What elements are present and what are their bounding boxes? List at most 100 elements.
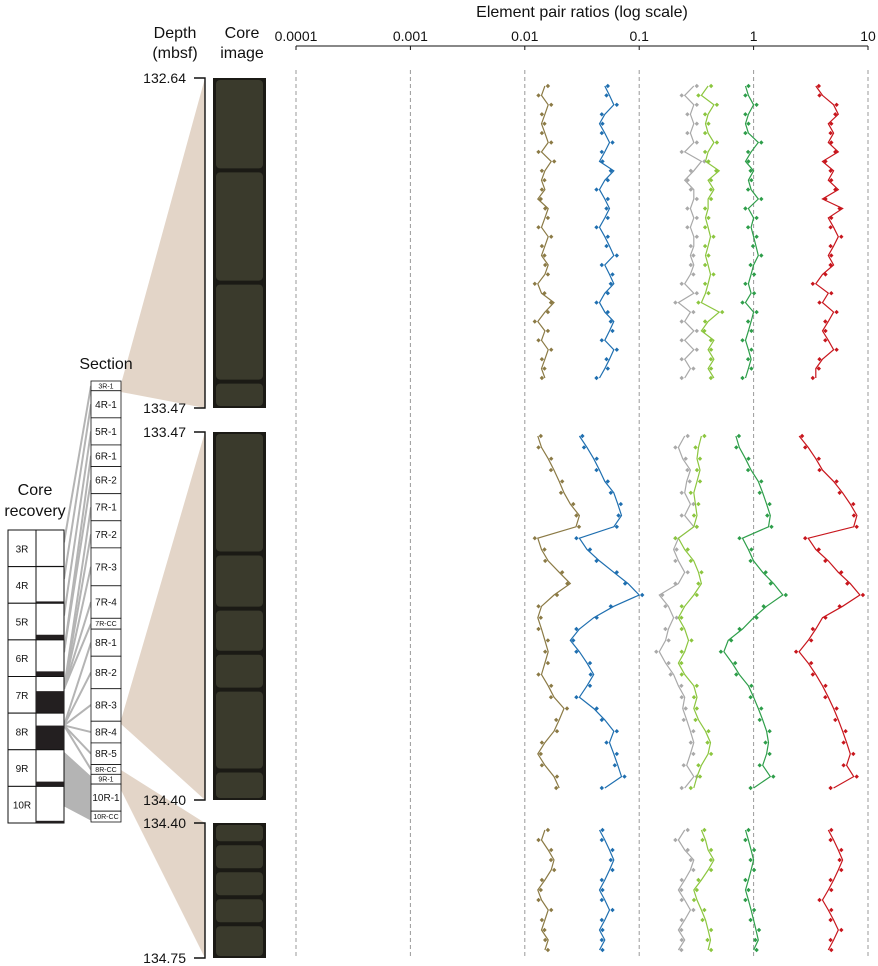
core-piece bbox=[216, 383, 263, 406]
data-point bbox=[608, 857, 613, 863]
data-point bbox=[618, 501, 623, 507]
data-point bbox=[599, 717, 604, 723]
data-point bbox=[767, 501, 772, 507]
data-point bbox=[679, 672, 684, 677]
data-point bbox=[706, 159, 711, 164]
core-missing-interval bbox=[36, 671, 64, 677]
section-header: Section bbox=[79, 356, 132, 373]
depth-top-label: 133.47 bbox=[143, 424, 186, 440]
data-point bbox=[554, 785, 559, 791]
data-point bbox=[587, 683, 593, 688]
data-point bbox=[679, 357, 684, 362]
core-label: 6R bbox=[16, 654, 29, 665]
data-point bbox=[608, 604, 613, 609]
section-label: 8R-2 bbox=[95, 668, 117, 679]
data-point bbox=[539, 243, 545, 249]
connector-wedges bbox=[121, 78, 205, 958]
data-point bbox=[823, 328, 828, 334]
data-point bbox=[816, 547, 821, 552]
section-link-line bbox=[63, 642, 92, 726]
series-line bbox=[744, 85, 760, 379]
data-point bbox=[694, 83, 699, 89]
data-point bbox=[616, 513, 621, 518]
data-point bbox=[749, 366, 754, 371]
data-point bbox=[833, 717, 838, 723]
data-point bbox=[610, 867, 615, 873]
data-point bbox=[545, 947, 551, 953]
data-point bbox=[839, 570, 844, 575]
data-point bbox=[687, 479, 692, 484]
data-point bbox=[679, 917, 684, 923]
section-link-line bbox=[63, 704, 92, 727]
data-point bbox=[743, 206, 748, 211]
x-tick-label: 0.001 bbox=[393, 28, 428, 44]
depth-top-label: 132.64 bbox=[143, 70, 186, 86]
data-point bbox=[614, 751, 619, 757]
section-label: 6R-1 bbox=[95, 451, 117, 462]
data-point bbox=[594, 467, 599, 473]
data-point bbox=[604, 243, 609, 249]
data-point bbox=[679, 604, 684, 609]
data-point bbox=[839, 234, 844, 239]
data-point bbox=[702, 206, 708, 211]
series-line bbox=[658, 435, 695, 789]
data-point bbox=[754, 615, 759, 620]
data-point bbox=[829, 140, 834, 145]
data-point bbox=[810, 672, 815, 677]
data-point bbox=[749, 683, 754, 688]
data-point bbox=[614, 570, 619, 575]
data-point bbox=[694, 121, 699, 126]
data-point bbox=[748, 558, 753, 564]
data-point bbox=[580, 433, 585, 439]
data-point bbox=[746, 456, 751, 461]
data-point bbox=[679, 319, 684, 324]
section-link-line bbox=[63, 724, 92, 770]
data-point bbox=[803, 536, 808, 541]
data-point bbox=[549, 347, 554, 352]
data-point bbox=[743, 130, 748, 136]
data-point bbox=[803, 445, 808, 450]
data-point bbox=[829, 827, 834, 833]
data-point bbox=[545, 638, 551, 643]
data-point bbox=[823, 196, 828, 202]
series-line bbox=[598, 829, 615, 951]
data-point bbox=[810, 626, 815, 632]
data-point bbox=[711, 272, 716, 277]
grid-lines bbox=[295, 70, 869, 958]
data-point bbox=[599, 897, 604, 903]
data-point bbox=[749, 178, 754, 183]
data-point bbox=[694, 328, 699, 334]
data-point bbox=[697, 456, 703, 461]
data-point bbox=[759, 479, 764, 484]
depth-bracket bbox=[194, 431, 206, 801]
core-piece bbox=[216, 284, 263, 380]
data-point bbox=[829, 215, 834, 221]
data-point bbox=[542, 366, 547, 371]
section-label: 8R-4 bbox=[95, 728, 117, 739]
data-point bbox=[823, 272, 828, 277]
core-label: 5R bbox=[16, 618, 29, 629]
data-point bbox=[608, 319, 613, 324]
data-point bbox=[749, 347, 754, 352]
data-point bbox=[702, 281, 708, 287]
data-point bbox=[834, 479, 839, 484]
data-point bbox=[829, 887, 834, 893]
data-point bbox=[694, 291, 699, 296]
plot-area bbox=[532, 83, 866, 953]
data-point bbox=[737, 536, 742, 541]
core-label: 3R bbox=[16, 544, 29, 555]
data-point bbox=[691, 366, 696, 371]
data-point bbox=[828, 168, 833, 173]
data-point bbox=[539, 877, 545, 883]
core-recovery-header-line1: Core bbox=[18, 482, 53, 499]
core-missing-interval bbox=[36, 725, 64, 750]
section-cell bbox=[90, 466, 122, 495]
data-point bbox=[749, 547, 754, 552]
data-point bbox=[729, 638, 734, 643]
chart-title: Element pair ratios (log scale) bbox=[476, 4, 688, 21]
data-point bbox=[548, 467, 554, 473]
section-label: 5R-1 bbox=[95, 427, 117, 438]
section-cell bbox=[90, 520, 122, 549]
data-point bbox=[754, 102, 759, 107]
